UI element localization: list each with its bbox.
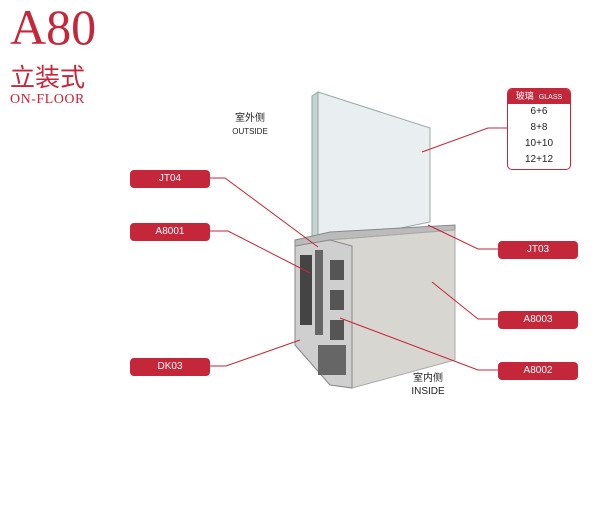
product-subtitle-en: ON-FLOOR xyxy=(10,92,85,107)
glass-header-en: GLASS xyxy=(538,94,563,101)
label-a8002: A8002 xyxy=(498,362,578,380)
label-jt03: JT03 xyxy=(498,241,578,259)
glass-option: 12+12 xyxy=(524,154,554,165)
label-jt04: JT04 xyxy=(130,170,210,188)
inside-note: 室内侧 INSIDE xyxy=(398,372,458,398)
glass-header: 玻璃 GLASS xyxy=(508,89,570,104)
glass-option: 8+8 xyxy=(530,122,548,133)
label-a8003: A8003 xyxy=(498,311,578,329)
inside-en: INSIDE xyxy=(411,386,445,397)
inside-cn: 室内侧 xyxy=(413,373,443,384)
glass-option: 10+10 xyxy=(524,138,554,149)
product-title: A80 xyxy=(10,0,97,55)
outside-cn: 室外侧 xyxy=(235,113,265,124)
outside-en: OUTSIDE xyxy=(232,127,268,136)
glass-option: 6+6 xyxy=(530,106,548,117)
product-subtitle-cn: 立装式 xyxy=(10,63,86,92)
label-dk03: DK03 xyxy=(130,358,210,376)
glass-spec-box: 玻璃 GLASS 6+6 8+8 10+10 12+12 xyxy=(507,88,571,170)
outside-note: 室外侧 OUTSIDE xyxy=(220,112,280,138)
glass-panel xyxy=(317,91,431,246)
glass-header-cn: 玻璃 xyxy=(515,91,534,101)
label-a8001: A8001 xyxy=(130,223,210,241)
